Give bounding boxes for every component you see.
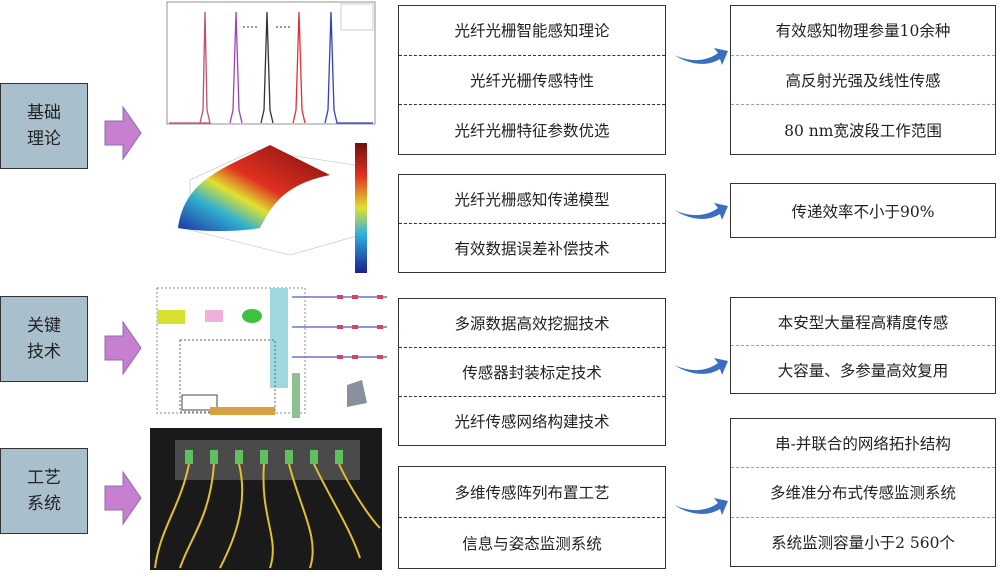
result-box-model: 传递效率不小于90%	[730, 183, 996, 238]
list-item: 多维准分布式传感监测系统	[731, 467, 995, 516]
purple-arrow-icon	[104, 320, 142, 376]
list-item: 传递效率不小于90%	[791, 202, 935, 221]
middle-box-technology: 多源数据高效挖掘技术 传感器封装标定技术 光纤传感网络构建技术	[398, 298, 666, 446]
blue-curved-arrow-icon	[674, 48, 728, 65]
category-label: 关键	[27, 316, 61, 336]
list-item: 传感器封装标定技术	[399, 347, 665, 396]
3d-surface-plot-image	[178, 143, 367, 273]
list-item: 光纤光栅特征参数优选	[399, 104, 665, 154]
middle-box-theory: 光纤光栅智能感知理论 光纤光栅传感特性 光纤光栅特征参数优选	[398, 5, 666, 155]
blue-curved-arrow-icon	[674, 498, 728, 515]
list-item: 有效感知物理参量10余种	[775, 22, 951, 41]
list-item: 串-并联合的网络拓扑结构	[775, 435, 951, 454]
purple-arrow-icon	[104, 105, 142, 161]
category-process-system: 工艺系统	[0, 448, 88, 534]
category-label: 技术	[27, 342, 61, 362]
result-box-technology: 本安型大量程高精度传感 大容量、多参量高效复用	[730, 297, 996, 394]
fbg-system-schematic-image	[156, 287, 387, 418]
category-basic-theory: 基础理论	[0, 83, 88, 169]
list-item: 80 nm宽波段工作范围	[731, 104, 995, 154]
purple-arrow-icon	[104, 470, 142, 526]
list-item: 多源数据高效挖掘技术	[454, 315, 610, 333]
middle-box-system: 多维传感阵列布置工艺 信息与姿态监测系统	[398, 466, 666, 569]
list-item: 光纤光栅感知传递模型	[454, 191, 610, 209]
list-item: 高反射光强及线性传感	[731, 54, 995, 105]
category-label: 工艺	[27, 468, 61, 488]
result-box-system: 串-并联合的网络拓扑结构 多维准分布式传感监测系统 系统监测容量小于2 560个	[730, 418, 996, 567]
category-label: 系统	[27, 494, 61, 514]
list-item: 系统监测容量小于2 560个	[731, 516, 995, 566]
category-key-technology: 关键技术	[0, 296, 88, 382]
middle-box-model: 光纤光栅感知传递模型 有效数据误差补偿技术	[398, 174, 666, 273]
category-label: 理论	[27, 129, 61, 149]
list-item: 有效数据误差补偿技术	[399, 223, 665, 272]
list-item: 本安型大量程高精度传感	[777, 313, 949, 332]
blue-curved-arrow-icon	[674, 358, 728, 375]
fiber-installation-photo	[150, 428, 382, 570]
result-box-theory: 有效感知物理参量10余种 高反射光强及线性传感 80 nm宽波段工作范围	[730, 5, 996, 155]
list-item: 大容量、多参量高效复用	[731, 345, 995, 393]
list-item: 信息与姿态监测系统	[399, 517, 665, 568]
list-item: 光纤光栅传感特性	[399, 54, 665, 105]
category-label: 基础	[27, 103, 61, 123]
list-item: 多维传感阵列布置工艺	[454, 484, 610, 502]
list-item: 光纤光栅智能感知理论	[454, 22, 610, 41]
blue-curved-arrow-icon	[674, 203, 728, 220]
list-item: 光纤传感网络构建技术	[399, 396, 665, 445]
reflectivity-spectrum-image	[166, 1, 376, 125]
